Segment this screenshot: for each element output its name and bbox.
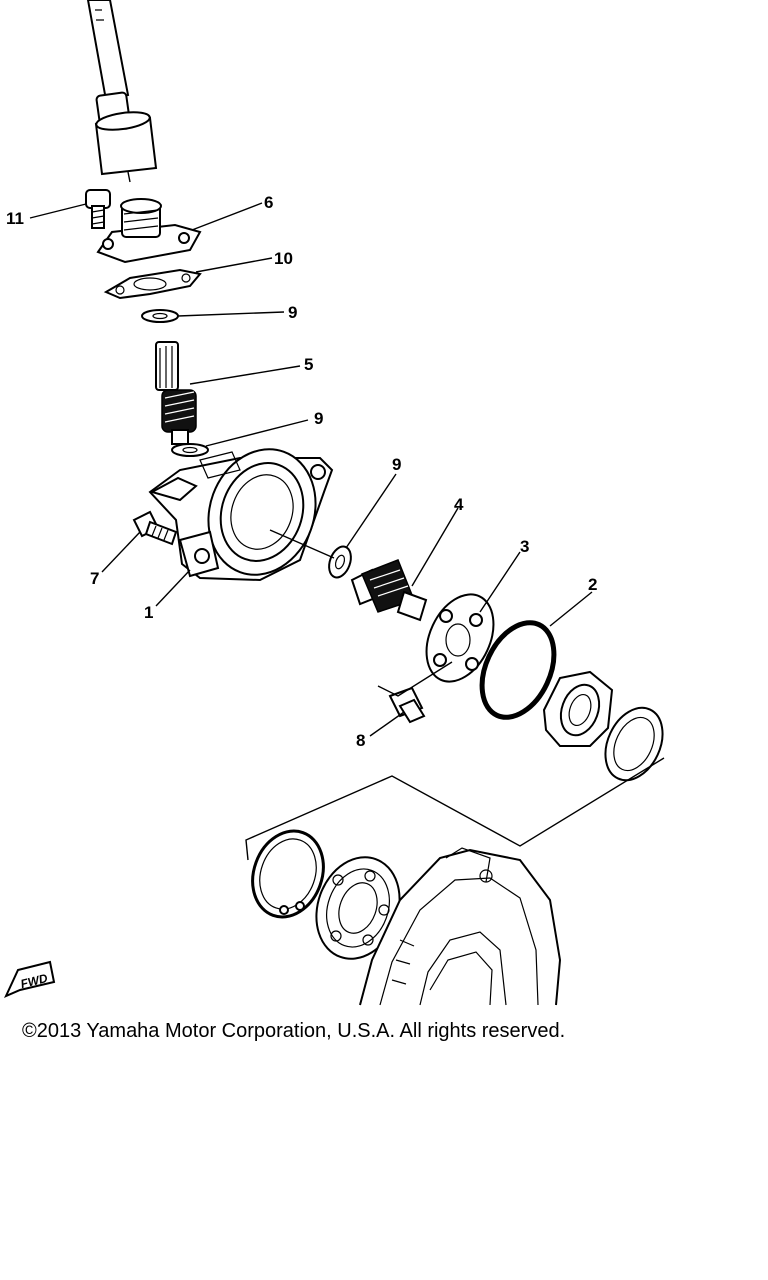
washer-9-upper <box>141 309 179 323</box>
callout-9-middle: 9 <box>314 409 323 428</box>
copyright-notice: ©2013 Yamaha Motor Corporation, U.S.A. A… <box>22 1020 566 1042</box>
callout-3: 3 <box>520 537 529 556</box>
callout-9-right: 9 <box>392 455 401 474</box>
exploded-parts-diagram: FWD 11 6 10 9 5 9 9 4 3 2 7 1 8 <box>4 0 665 1006</box>
leader-lines <box>29 202 593 737</box>
bolt-7 <box>132 510 178 546</box>
gear-housing-1 <box>148 448 334 582</box>
circlip <box>251 829 325 919</box>
o-ring-2 <box>479 620 557 720</box>
callout-1: 1 <box>144 603 153 622</box>
speedometer-cable <box>86 0 158 183</box>
screw-8 <box>388 686 426 724</box>
bearing <box>315 856 401 960</box>
plate-3 <box>425 593 495 683</box>
drive-gear-4 <box>350 559 428 622</box>
nut <box>542 670 614 747</box>
fwd-arrow-icon: FWD <box>4 960 56 998</box>
gasket-10 <box>103 268 202 300</box>
fwd-icon-label: FWD <box>19 971 49 991</box>
callout-7: 7 <box>90 569 99 588</box>
callout-11: 11 <box>6 209 24 228</box>
washer-9-right <box>328 545 352 579</box>
washer <box>604 706 664 782</box>
callout-4: 4 <box>454 495 464 514</box>
callout-5: 5 <box>304 355 313 374</box>
drive-housing-6 <box>96 198 202 264</box>
driven-gear-5 <box>155 341 197 445</box>
bolt-11 <box>85 189 111 229</box>
wheel-hub <box>359 847 562 1006</box>
callout-10: 10 <box>274 249 293 268</box>
callout-6: 6 <box>264 193 273 212</box>
callout-8: 8 <box>356 731 365 750</box>
callout-9-top: 9 <box>288 303 297 322</box>
callout-2: 2 <box>588 575 597 594</box>
assembly-bracket-line <box>245 757 665 861</box>
washer-9-middle <box>171 443 209 457</box>
